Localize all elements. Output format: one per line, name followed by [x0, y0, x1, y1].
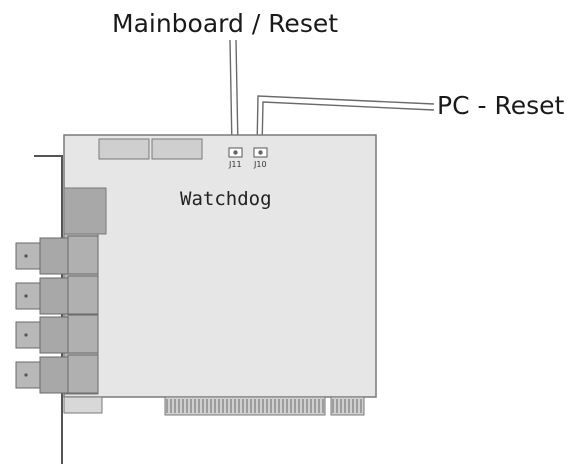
jumper-j10-icon — [253, 147, 268, 158]
top-connector-right — [151, 138, 203, 160]
pci-edge-connector — [164, 396, 365, 416]
bnc-connector-1 — [15, 235, 99, 275]
bnc-connector-icon — [15, 235, 99, 394]
pc-reset-label: PC - Reset — [437, 91, 564, 120]
top-connector-left — [98, 138, 150, 160]
mainboard-reset-label: Mainboard / Reset — [112, 9, 338, 38]
bnc-connector-3 — [15, 314, 99, 354]
connector-housing-top — [63, 187, 107, 235]
jumper-j11-label: J11 — [228, 160, 242, 169]
pcb-board — [63, 134, 377, 398]
board-name-label: Watchdog — [180, 188, 272, 210]
jumper-j11-icon — [228, 147, 243, 158]
jumper-j10-label: J10 — [253, 160, 267, 169]
bracket-tab — [63, 396, 103, 414]
pc-reset-cable — [256, 95, 435, 149]
mainboard-reset-cable — [229, 39, 239, 149]
bnc-connector-2 — [15, 275, 99, 315]
bnc-connector-4 — [15, 354, 99, 394]
